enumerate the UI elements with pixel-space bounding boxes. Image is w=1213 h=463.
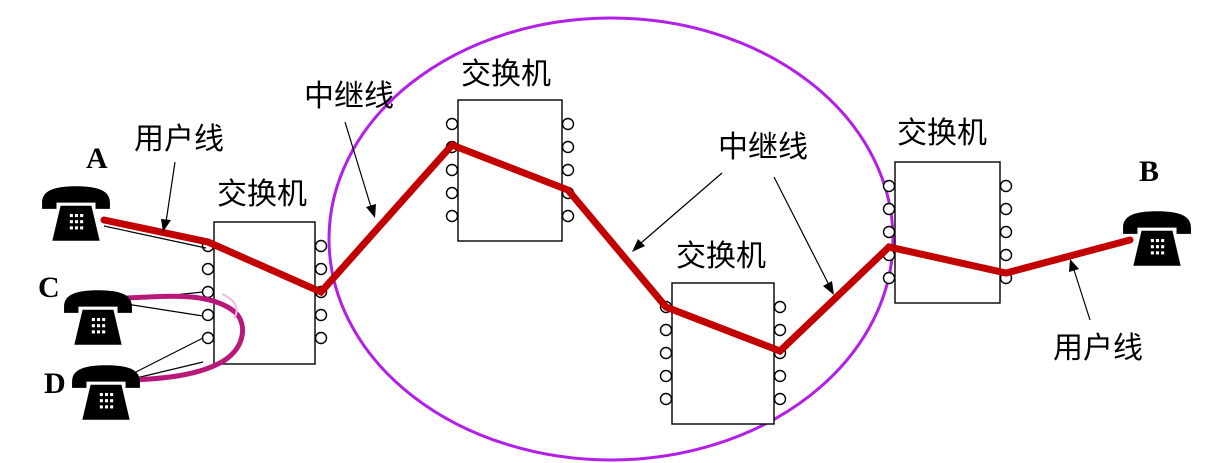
- user-line-label-right: 用户线: [1053, 331, 1143, 366]
- local-loop-highlight: [221, 293, 238, 319]
- leader-arrows: [161, 121, 1091, 321]
- switch-1-label: 交换机: [217, 177, 307, 212]
- phone-label-d: D: [44, 367, 66, 400]
- phone-label-b: B: [1139, 155, 1159, 188]
- switch-box: [671, 282, 775, 425]
- switch-box: [894, 161, 1001, 304]
- wire-a-return: [103, 225, 207, 249]
- phone-label-c: C: [38, 271, 60, 304]
- switch-2-label: 交换机: [461, 57, 551, 92]
- circuit-path-a-b: [100, 140, 1134, 356]
- local-loop-c-d: [123, 293, 246, 383]
- user-line-label-left: 用户线: [134, 122, 224, 157]
- telephone-icon: [42, 186, 110, 241]
- switch-ports-left: [201, 239, 215, 345]
- wire-d: [127, 337, 204, 381]
- switch-box: [213, 221, 316, 365]
- trunk-line-label-left: 中继线: [304, 79, 394, 114]
- network-boundary-ellipse: [327, 16, 895, 462]
- switch-4-label: 交换机: [897, 116, 987, 151]
- switch-3-label: 交换机: [676, 239, 766, 274]
- switch-3: [659, 282, 787, 425]
- switch-4: [882, 161, 1013, 304]
- telephone-icon: [72, 365, 140, 420]
- phone-label-a: A: [86, 142, 108, 175]
- telephone-icon: [1123, 211, 1191, 266]
- switch-1: [201, 221, 328, 365]
- trunk-line-label-right: 中继线: [718, 130, 808, 165]
- telephone-icon: [64, 290, 132, 345]
